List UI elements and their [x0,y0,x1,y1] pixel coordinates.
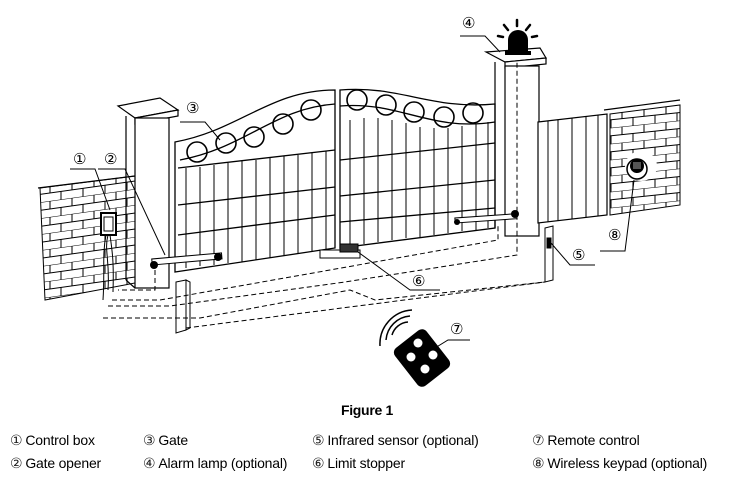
remote-control [379,309,451,387]
left-brick-wall [37,175,136,301]
infrared-sensor-left-post [175,279,191,334]
callout-8: ⑧ [608,226,621,244]
callout-2: ② [104,150,117,168]
side-fence-panel [537,113,608,224]
figure-title: Figure 1 [340,402,394,418]
infrared-sensor-right-post [544,225,554,283]
alarm-lamp [496,18,539,55]
callout-3: ③ [186,99,199,117]
callout-numbers: ① ② ③ ④ ⑤ ⑥ ⑦ ⑧ [73,14,621,338]
wiring-dashed-lines [103,60,546,329]
control-box [100,212,117,301]
callout-6: ⑥ [412,272,425,290]
callout-5: ⑤ [572,246,585,264]
gate-opener-left [150,252,223,269]
callout-1: ① [73,150,86,168]
gate-left-leaf [174,89,336,273]
right-pillar [483,47,548,237]
callout-leaders [70,35,635,349]
gate-right-leaf [339,88,496,249]
gate-installation-diagram: ① ② ③ ④ ⑤ ⑥ ⑦ ⑧ [37,14,681,387]
right-brick-wall [603,99,681,216]
callout-4: ④ [462,14,475,32]
wireless-keypad [626,158,648,180]
callout-7: ⑦ [450,320,463,338]
